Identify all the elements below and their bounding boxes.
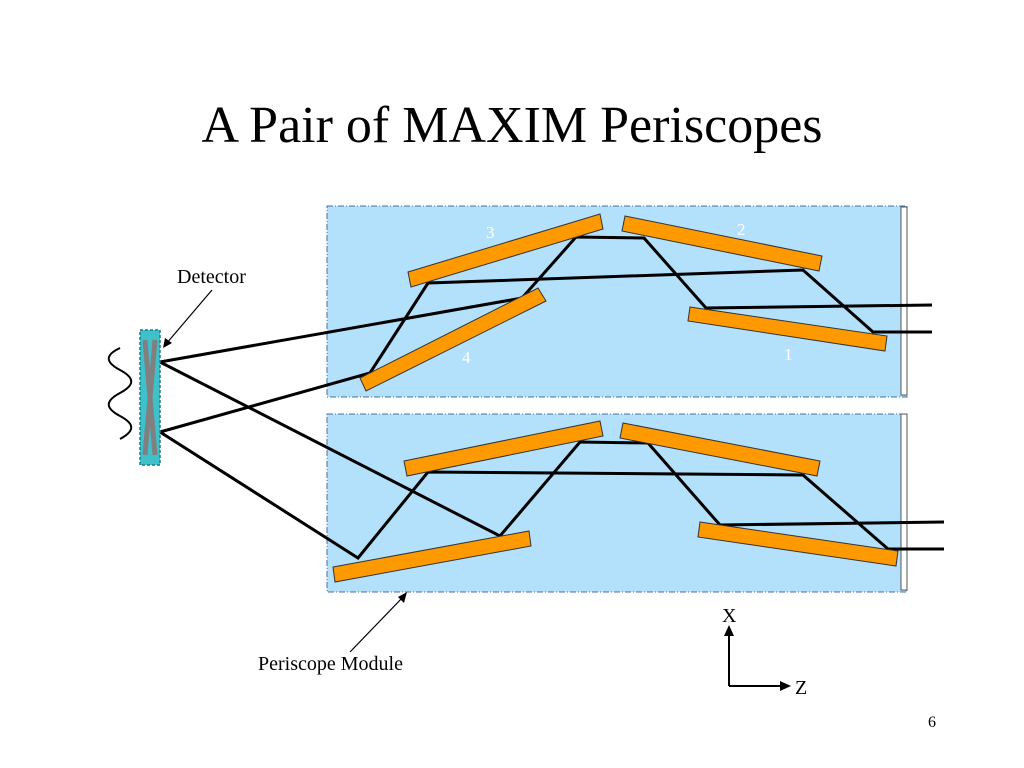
- mirror-3-label: 3: [486, 223, 495, 242]
- axis-x-label: X: [722, 605, 737, 627]
- page-number: 6: [928, 714, 936, 731]
- mirrors-top: [359, 213, 888, 392]
- signal-wave-icon: [107, 347, 133, 440]
- periscope-module-label: Periscope Module: [258, 653, 403, 675]
- mirror-2-top: [621, 215, 823, 272]
- periscope-module-arrow: [349, 595, 405, 653]
- mirrors-bottom: [332, 420, 899, 583]
- mirror-2-bottom: [619, 422, 821, 477]
- periscope-module-top: [326, 205, 908, 398]
- mirror-3-top: [407, 213, 604, 288]
- rays-bottom: [159, 360, 945, 560]
- mirror-4-bottom: [332, 530, 532, 583]
- detector-label: Detector: [177, 266, 246, 288]
- mirror-4-top: [359, 287, 547, 392]
- mirror-4-label: 4: [462, 348, 471, 367]
- mirror-3-bottom: [403, 420, 604, 477]
- detector-arrow: [165, 289, 213, 345]
- mirror-1-top: [687, 306, 888, 352]
- axes-indicator: [724, 625, 791, 691]
- detector: [139, 329, 161, 466]
- slide-title: A Pair of MAXIM Periscopes: [201, 97, 823, 154]
- axis-z-label: Z: [795, 677, 807, 699]
- mirror-2-label: 2: [737, 220, 746, 239]
- rays-top: [159, 235, 933, 434]
- mirror-1-label: 1: [784, 345, 793, 364]
- entrance-plate-bottom: [900, 413, 908, 591]
- entrance-plate-top: [900, 206, 908, 396]
- mirror-1-bottom: [697, 521, 899, 567]
